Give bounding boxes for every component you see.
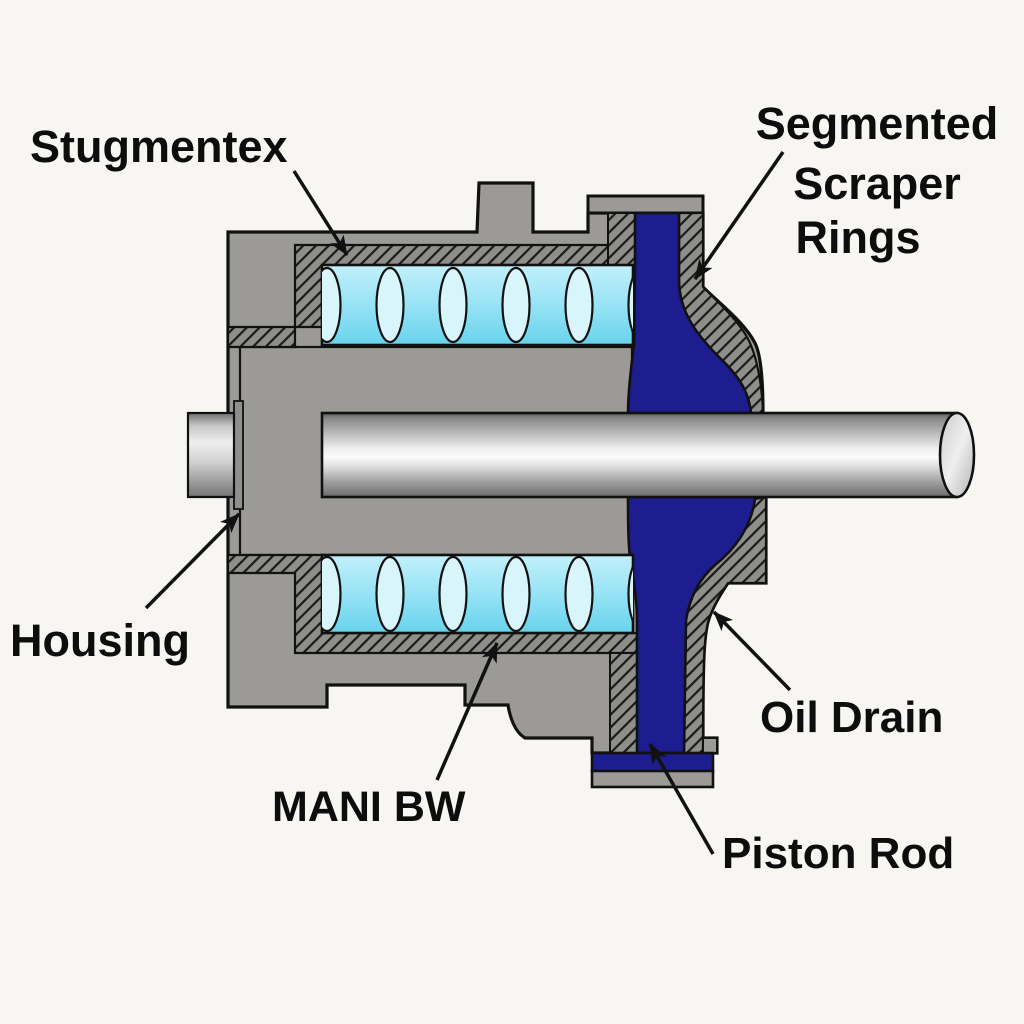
label-scraper-line2: Scraper xyxy=(793,158,961,209)
piston-rod-shaft xyxy=(320,411,959,499)
label-stugmentex: Stugmentex xyxy=(30,121,288,172)
seal-ring-lens xyxy=(627,563,633,625)
label-mani-bw: MANI BW xyxy=(272,783,466,831)
seal-ring-lens xyxy=(322,555,342,633)
piston-rod-end xyxy=(938,411,976,499)
seal-ring-lens xyxy=(501,266,531,344)
seal-ring-lens xyxy=(564,555,594,633)
seal-ring-lens xyxy=(627,274,633,336)
seal-ring-lens xyxy=(501,555,531,633)
rod-stub xyxy=(186,411,236,499)
label-oil-drain: Oil Drain xyxy=(760,693,943,742)
base-strip xyxy=(590,769,715,789)
seal-ring-lens xyxy=(438,266,468,344)
seal-ring-lens xyxy=(375,555,405,633)
seal-ring-lens xyxy=(375,266,405,344)
base-step-block xyxy=(702,737,718,754)
seal-ring-row-top xyxy=(320,263,635,347)
label-housing: Housing xyxy=(10,615,190,666)
seal-ring-row-bottom xyxy=(320,553,635,635)
label-scraper-line1: Segmented xyxy=(756,98,999,149)
rod-flange xyxy=(233,400,244,510)
leader-housing xyxy=(144,512,241,610)
gland-hatch-top-mid xyxy=(607,212,636,268)
label-scraper-line3: Rings xyxy=(795,212,920,263)
leader-mani-bw xyxy=(435,642,499,781)
leader-scraper-rings xyxy=(693,151,785,280)
leader-stugmentex xyxy=(292,170,349,256)
seal-ring-lens xyxy=(564,266,594,344)
label-piston-rod: Piston Rod xyxy=(722,829,954,878)
seal-ring-lens xyxy=(438,555,468,633)
leader-oil-drain xyxy=(712,610,792,692)
housing-top-cap xyxy=(586,194,705,215)
oil-drain-strip xyxy=(590,751,715,773)
leader-piston-rod xyxy=(648,743,715,855)
seal-ring-lens xyxy=(322,266,342,344)
gland-hatch-bottom-mid xyxy=(609,652,638,754)
